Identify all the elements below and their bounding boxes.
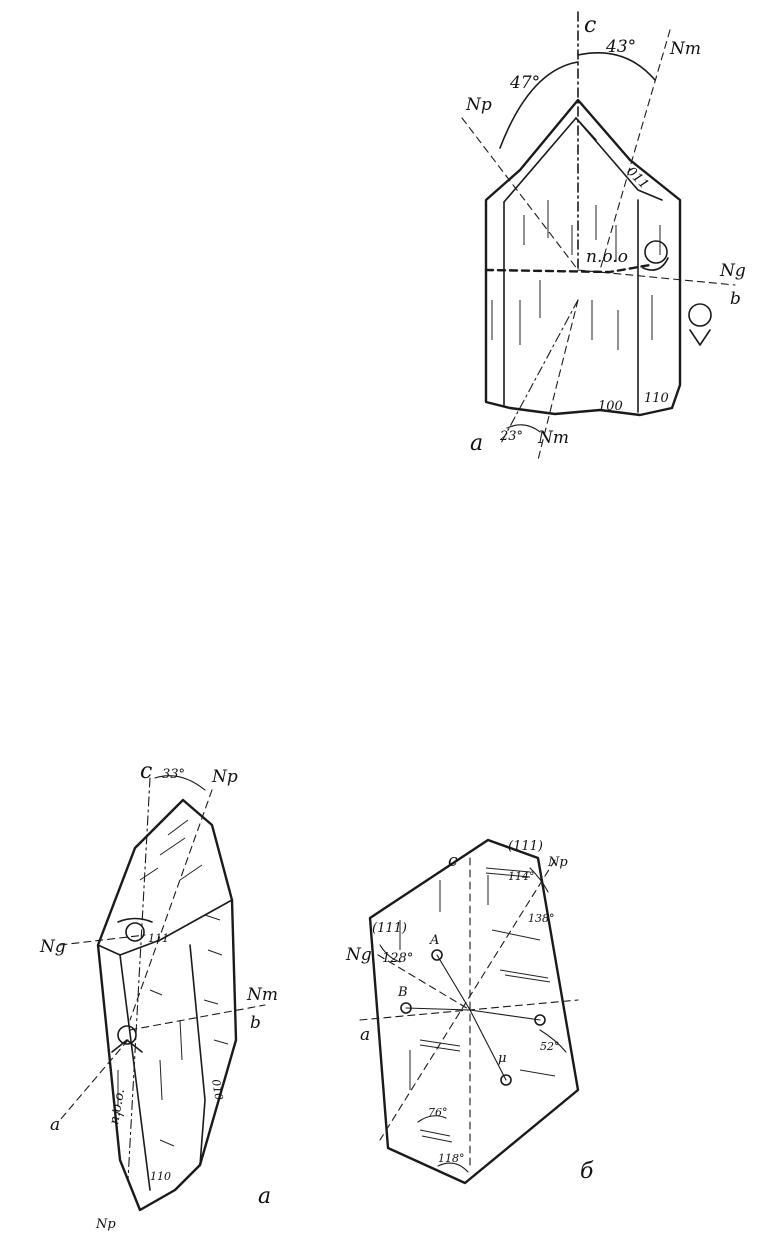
top-label-face-110: 110: [644, 391, 669, 406]
figure-b-spoke-right: [470, 1010, 540, 1020]
figure-a-hatching: [112, 820, 228, 1146]
figure-a-label-b: b: [250, 1013, 261, 1033]
figure-b-label-mu: μ: [498, 1051, 506, 1066]
top-label-face-011: 011: [623, 164, 651, 192]
figure-b-spoke-b: [406, 1008, 470, 1010]
figure-b-label-111-top: (111): [508, 839, 543, 854]
top-label-ng: Ng: [719, 261, 746, 281]
figure-b-hatching: [400, 868, 555, 1142]
top-label-plane: n.o.o: [586, 247, 628, 267]
figure-b-label-128: 128°: [382, 951, 413, 966]
figure-b-label-76: 76°: [428, 1106, 448, 1119]
top-np-ray: [462, 118, 578, 270]
top-ng-ray: [578, 270, 735, 285]
figure-a-label-111: 111: [148, 932, 169, 945]
figure-b-label-a-optic: A: [429, 933, 439, 948]
figure-a-front-edge: [120, 955, 150, 1190]
top-label-23: 23°: [499, 429, 523, 444]
figure-b-spoke-a: [437, 955, 470, 1010]
figure-a-c-axis: [128, 778, 150, 1180]
top-crystal-outline: [486, 100, 680, 415]
figure-a-rotation-arrow-top: [118, 919, 152, 923]
figure-b-np-ray: [380, 860, 555, 1140]
top-label-c: c: [584, 13, 596, 38]
figure-b-label-138: 138°: [528, 912, 555, 925]
top-label-43: 43°: [605, 37, 636, 57]
figure-a-label-010: 010: [209, 1078, 225, 1101]
top-label-nm: Nm: [669, 39, 701, 59]
figure-a-label-nm: Nm: [246, 985, 278, 1005]
top-roof-ridge-left: [504, 118, 596, 202]
top-rotation-arrow-lower: [690, 330, 710, 345]
figure-b-label-118: 118°: [438, 1152, 465, 1165]
figure-b-label-111-left: (111): [372, 921, 407, 936]
figure-a-label-plane: n.o.o.: [107, 1088, 128, 1126]
figure-a-crystal-outline: [98, 800, 236, 1210]
figure-a-side-edge: [190, 945, 205, 1165]
figure-b-label-np: Np: [547, 855, 568, 870]
top-label-face-100: 100: [598, 399, 623, 414]
figure-b-spoke-bottom: [470, 1010, 506, 1080]
figure-b-label-ng: Ng: [345, 945, 372, 965]
top-label-b: b: [730, 289, 741, 309]
figure-a-label-ng: Ng: [39, 937, 66, 957]
top-label-a: a: [470, 431, 483, 456]
figure-a-label-c: c: [140, 759, 152, 784]
figure-a-shoulder-edge: [98, 900, 232, 955]
top-label-47: 47°: [509, 73, 540, 93]
figure-b-caption: б: [580, 1159, 594, 1184]
top-rotation-circle-lower: [689, 304, 711, 326]
figure-b-label-114: 114°: [508, 870, 535, 883]
figure-b-label-b-optic: B: [397, 985, 408, 1000]
figure-a-crystal-diagram: c 33° Np 111 Ng Nm b a n.o.o. 010 110 Np…: [39, 759, 278, 1232]
top-rotation-circle-upper: [645, 241, 667, 263]
figure-a-caption: a: [258, 1184, 271, 1209]
figure-a-label-33: 33°: [162, 767, 185, 782]
figure-a-np-ray: [130, 790, 212, 1020]
figure-b-label-52: 52°: [540, 1040, 560, 1053]
top-label-nm-bottom: Nm: [537, 428, 569, 448]
figure-a-label-np-top: Np: [211, 767, 238, 787]
figure-b-outline: [370, 840, 578, 1183]
figure-b-label-c: c: [448, 851, 458, 871]
top-crystal-diagram: c 47° 43° Nm Np 011 n.o.o Ng b 100 110 a…: [462, 12, 746, 460]
top-roof-ridge-right: [576, 118, 662, 200]
figure-a-label-np-bottom: Np: [95, 1217, 116, 1232]
figure-b-section-diagram: (111) Np c 114° 138° (111) Ng 128° A B a…: [345, 839, 594, 1184]
figure-a-label-a-axis: a: [50, 1115, 60, 1135]
top-a-axis: [500, 300, 578, 445]
figure-a-label-110: 110: [150, 1170, 171, 1183]
top-face-hatching: [492, 200, 660, 350]
figure-b-label-a-axis: a: [360, 1025, 370, 1045]
top-label-np: Np: [465, 95, 492, 115]
